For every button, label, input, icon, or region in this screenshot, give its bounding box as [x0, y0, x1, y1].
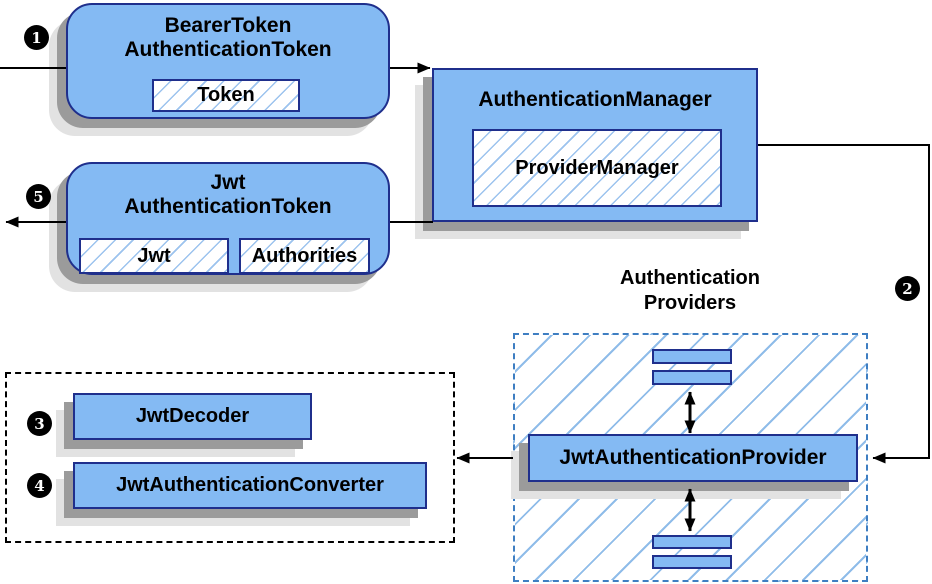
bearer-token-authentication-token-box: BearerToken AuthenticationToken Token [66, 3, 390, 119]
provider-bar-top-1 [652, 349, 732, 364]
authentication-manager-title: AuthenticationManager [478, 88, 712, 111]
step-2-badge: 2 [895, 276, 920, 301]
authorities-field: Authorities [239, 238, 370, 274]
step-4-badge: 4 [27, 473, 52, 498]
bearer-token-title-line2: AuthenticationToken [124, 38, 332, 61]
token-field: Token [152, 79, 300, 112]
bearer-token-title-line1: BearerToken [164, 14, 292, 37]
jwt-authentication-provider-box: JwtAuthenticationProvider [528, 434, 858, 482]
provider-bar-bottom-1 [652, 535, 732, 549]
jwt-authentication-converter-box: JwtAuthenticationConverter [73, 462, 427, 509]
step-5-badge: 5 [26, 184, 51, 209]
authentication-providers-label-line1: Authentication [620, 267, 760, 289]
jwt-decoder-box: JwtDecoder [73, 393, 312, 440]
authentication-providers-label: Authentication Providers [565, 266, 815, 316]
decoder-converter-group [5, 372, 455, 543]
provider-bar-bottom-2 [652, 555, 732, 569]
jwt-authentication-token-title-line1: Jwt [210, 171, 246, 194]
step-3-badge: 3 [27, 411, 52, 436]
authentication-manager-box: AuthenticationManager ProviderManager [432, 68, 758, 222]
jwt-authentication-token-title-line2: AuthenticationToken [124, 195, 332, 218]
authentication-providers-label-line2: Providers [643, 292, 737, 314]
step-1-badge: 1 [24, 25, 49, 50]
provider-bar-top-2 [652, 370, 732, 385]
bearer-token-title: BearerToken AuthenticationToken [68, 5, 388, 62]
jwt-field: Jwt [79, 238, 229, 274]
provider-manager-field: ProviderManager [472, 129, 722, 207]
jwt-authentication-token-title: Jwt AuthenticationToken [68, 164, 388, 219]
jwt-authentication-token-box: Jwt AuthenticationToken Jwt Authorities [66, 162, 390, 275]
